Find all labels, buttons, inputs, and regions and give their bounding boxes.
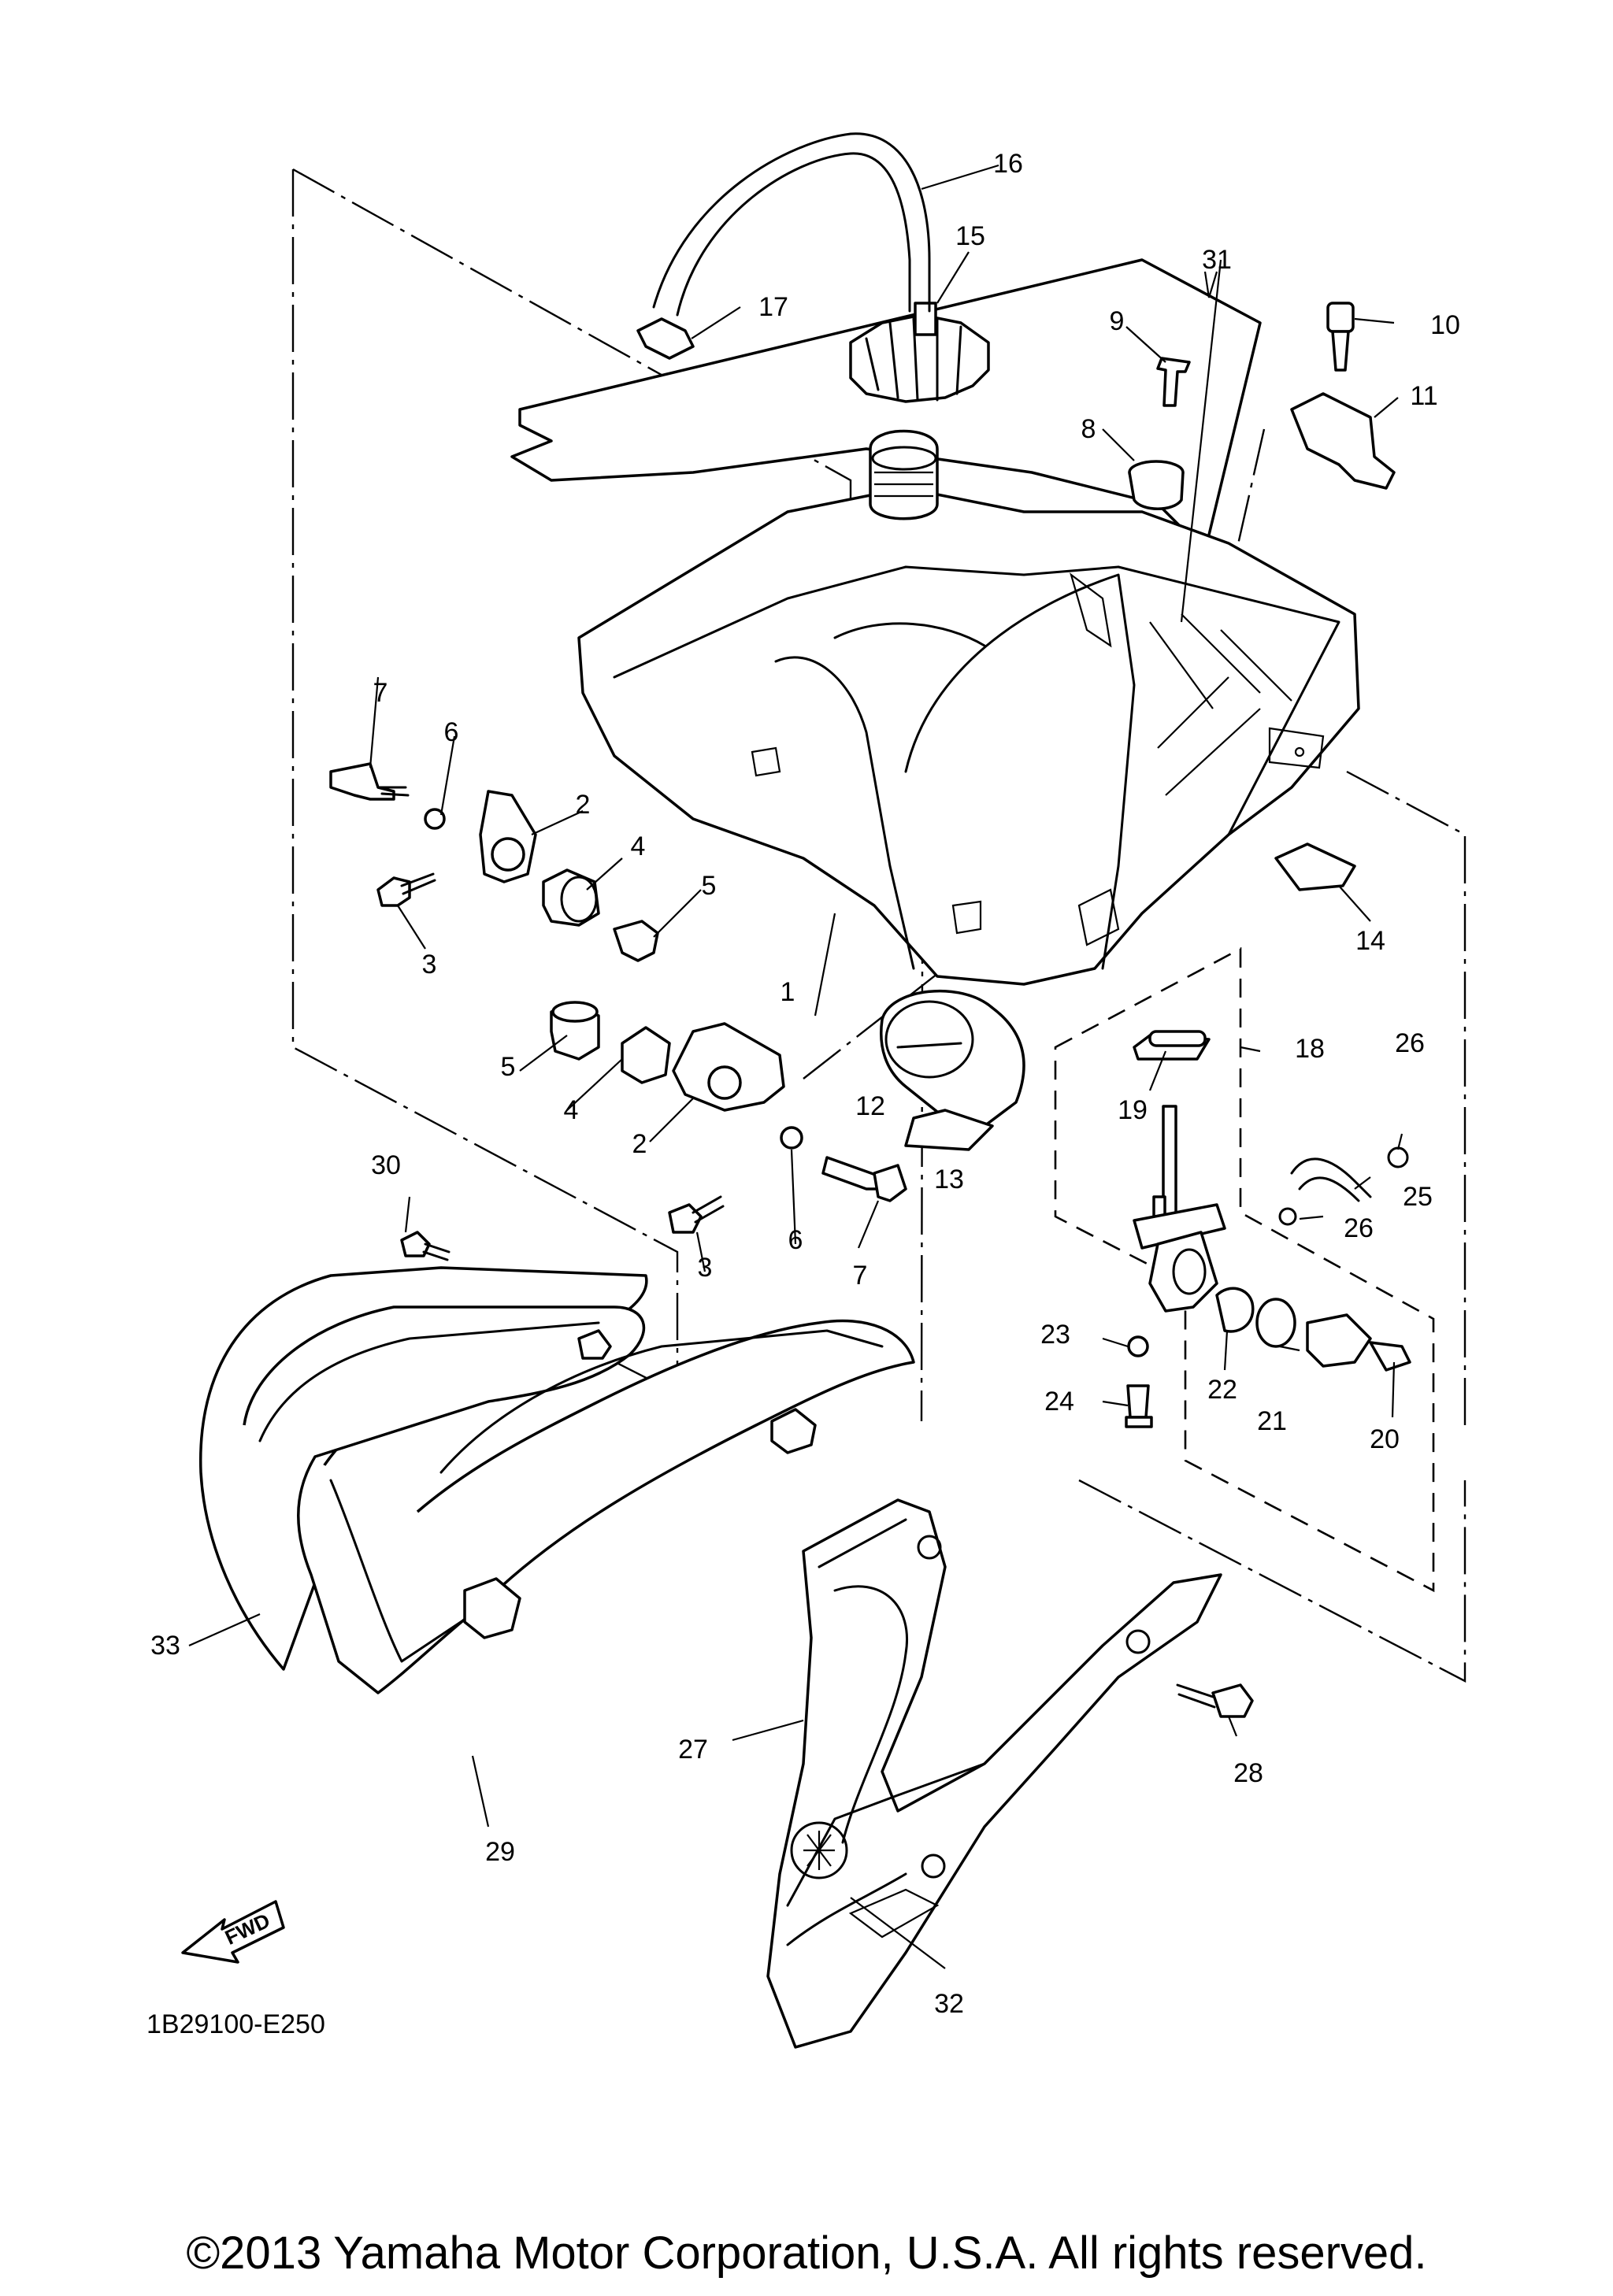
mount-group-lower (550, 1001, 907, 1234)
fuel-cock (1125, 1030, 1411, 1428)
callout-5a: 5 (702, 871, 717, 901)
callout-19: 19 (1118, 1095, 1148, 1125)
callout-4b: 4 (564, 1095, 579, 1125)
hose-clip (636, 317, 695, 360)
callout-4a: 4 (631, 831, 646, 861)
callout-23: 23 (1040, 1320, 1070, 1350)
callout-32: 32 (934, 1989, 964, 2019)
callout-12: 12 (855, 1091, 885, 1121)
callout-7a: 7 (373, 678, 388, 708)
callout-10: 10 (1430, 310, 1460, 340)
mount-group-upper (329, 762, 659, 962)
callout-28: 28 (1233, 1758, 1263, 1788)
tank-cap (849, 302, 990, 403)
callout-3a: 3 (422, 950, 437, 980)
breather-hose (652, 132, 931, 317)
tank-top-shield (510, 258, 1262, 553)
diagram-code: 1B29100-E250 (146, 2009, 325, 2039)
callout-21: 21 (1257, 1406, 1287, 1436)
damper-pad-14 (1274, 842, 1356, 891)
boot-12-clamp-13 (880, 989, 1025, 1151)
callout-labels: 1 2 2 3 3 4 4 5 5 6 6 7 7 8 9 10 11 12 1… (150, 149, 1460, 2019)
callout-13: 13 (934, 1165, 964, 1194)
callout-17: 17 (758, 292, 788, 322)
callout-14: 14 (1355, 926, 1385, 956)
callout-33: 33 (150, 1631, 180, 1661)
bolt-10 (1326, 302, 1355, 372)
callout-22: 22 (1207, 1375, 1237, 1405)
callout-30: 30 (371, 1150, 401, 1180)
callout-9: 9 (1110, 306, 1125, 336)
callout-5b: 5 (501, 1052, 516, 1082)
bolt-30 (400, 1231, 451, 1261)
callout-24: 24 (1044, 1387, 1074, 1416)
callout-1: 1 (781, 977, 795, 1007)
shroud-left (198, 1266, 915, 1694)
leader-lines (188, 164, 1403, 1969)
callout-2a: 2 (576, 790, 591, 820)
callout-26a: 26 (1395, 1028, 1425, 1058)
callout-7b: 7 (853, 1261, 868, 1291)
bolt-9 (1156, 357, 1191, 407)
fuel-tank (577, 429, 1360, 986)
callout-31: 31 (1202, 245, 1232, 275)
callout-8: 8 (1081, 414, 1096, 444)
callout-16: 16 (993, 149, 1023, 179)
callout-15: 15 (955, 221, 985, 251)
fuel-cock-group-outline (1054, 946, 1435, 1593)
callout-11: 11 (1410, 381, 1437, 411)
bolt-28 (1176, 1683, 1254, 1718)
fwd-arrow: FWD (181, 1900, 285, 1964)
callout-26b: 26 (1344, 1213, 1374, 1243)
callout-2b: 2 (632, 1129, 647, 1159)
callout-27: 27 (678, 1735, 708, 1765)
bracket-clip-11 (1290, 392, 1396, 490)
collar-8 (1128, 460, 1185, 510)
callout-25: 25 (1403, 1182, 1433, 1212)
copyright-notice: ©2013 Yamaha Motor Corporation, U.S.A. A… (186, 2227, 1427, 2279)
callout-6b: 6 (788, 1225, 803, 1255)
callout-20: 20 (1370, 1424, 1400, 1454)
callout-29: 29 (485, 1837, 515, 1867)
shroud-right (766, 1498, 1222, 2049)
callout-3b: 3 (698, 1253, 713, 1283)
callout-6a: 6 (444, 717, 459, 747)
callout-18: 18 (1295, 1034, 1325, 1064)
